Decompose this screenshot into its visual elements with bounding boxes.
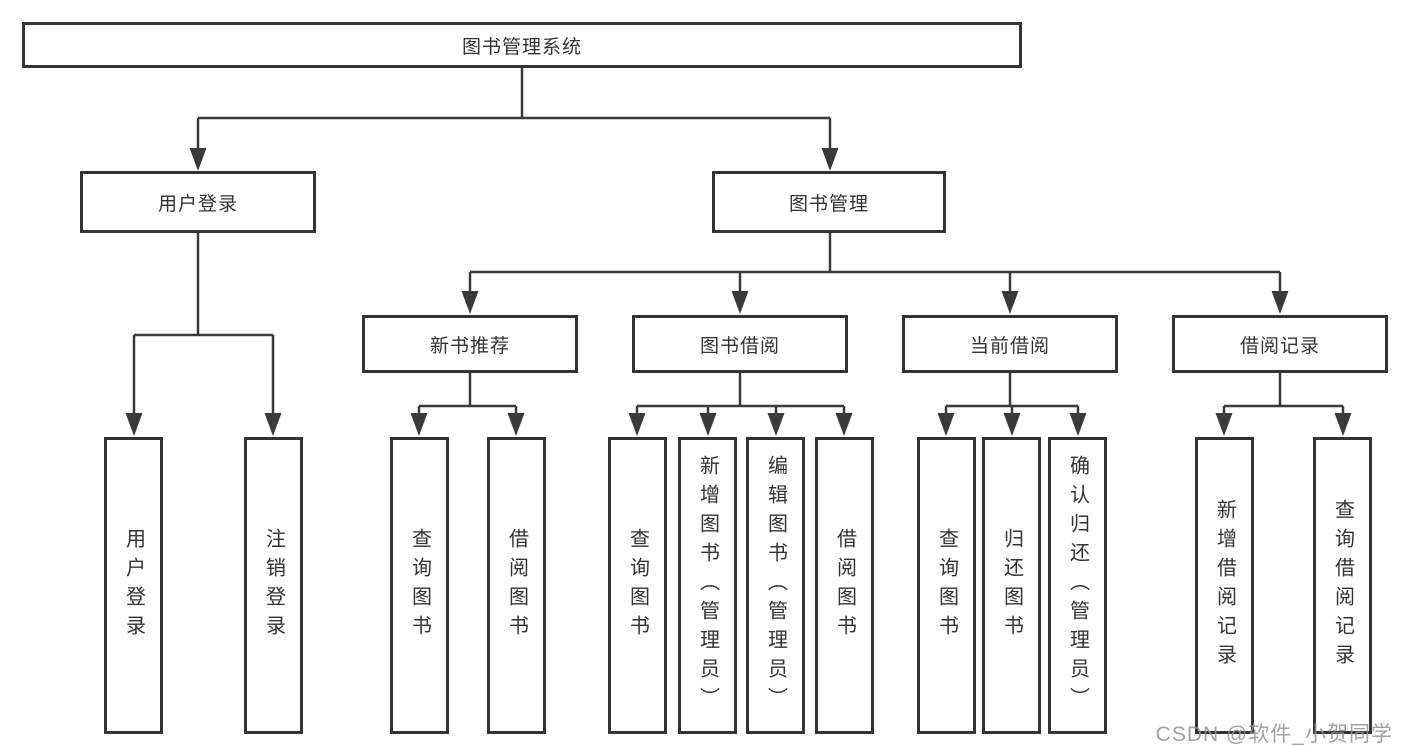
node-label: 用户登录: [122, 527, 145, 644]
csdn-watermark: CSDN @软件_小贺同学: [1155, 723, 1393, 746]
node-label: 新书推荐: [429, 335, 510, 357]
leaf-edit-book-admin: 编辑图书（管理员）: [746, 437, 805, 734]
leaf-logout: 注销登录: [244, 437, 303, 734]
node-label: 查询图书: [935, 527, 958, 644]
leaf-return-book: 归还图书: [982, 437, 1041, 734]
leaf-add-borrow-record: 新增借阅记录: [1195, 437, 1254, 734]
node-current-borrow: 当前借阅: [902, 315, 1118, 373]
node-label: 图书管理: [788, 193, 869, 215]
node-label: 查询借阅记录: [1331, 498, 1354, 673]
node-label: 新增图书（管理员）: [696, 455, 719, 716]
node-book-borrow: 图书借阅: [632, 315, 848, 373]
node-label: 图书借阅: [699, 335, 780, 357]
node-borrow-records: 借阅记录: [1172, 315, 1388, 373]
leaf-borrow-books-recommend: 借阅图书: [487, 437, 546, 734]
node-label: 注销登录: [262, 527, 285, 644]
node-label: 确认归还（管理员）: [1066, 455, 1089, 716]
node-new-book-recommend: 新书推荐: [362, 315, 578, 373]
node-user-login: 用户登录: [80, 171, 316, 233]
node-book-management: 图书管理: [712, 171, 946, 233]
node-label: 图书管理系统: [461, 36, 582, 58]
leaf-query-books-recommend: 查询图书: [390, 437, 449, 734]
node-label: 归还图书: [1000, 527, 1023, 644]
leaf-borrow-books: 借阅图书: [815, 437, 874, 734]
leaf-add-book-admin: 新增图书（管理员）: [678, 437, 737, 734]
leaf-query-borrow-record: 查询借阅记录: [1313, 437, 1372, 734]
node-label: 查询图书: [626, 527, 649, 644]
node-label: 用户登录: [157, 193, 238, 215]
node-label: 新增借阅记录: [1213, 498, 1236, 673]
leaf-query-books-current: 查询图书: [917, 437, 976, 734]
leaf-confirm-return-admin: 确认归还（管理员）: [1048, 437, 1107, 734]
leaf-query-books-borrow: 查询图书: [608, 437, 667, 734]
node-label: 当前借阅: [969, 335, 1050, 357]
tree-edges: [132, 68, 1345, 420]
node-label: 查询图书: [408, 527, 431, 644]
leaf-user-login: 用户登录: [104, 437, 163, 734]
node-label: 借阅图书: [505, 527, 528, 644]
node-label: 编辑图书（管理员）: [764, 455, 787, 716]
node-label: 借阅记录: [1239, 335, 1320, 357]
node-library-system-root: 图书管理系统: [22, 22, 1022, 68]
node-label: 借阅图书: [833, 527, 856, 644]
